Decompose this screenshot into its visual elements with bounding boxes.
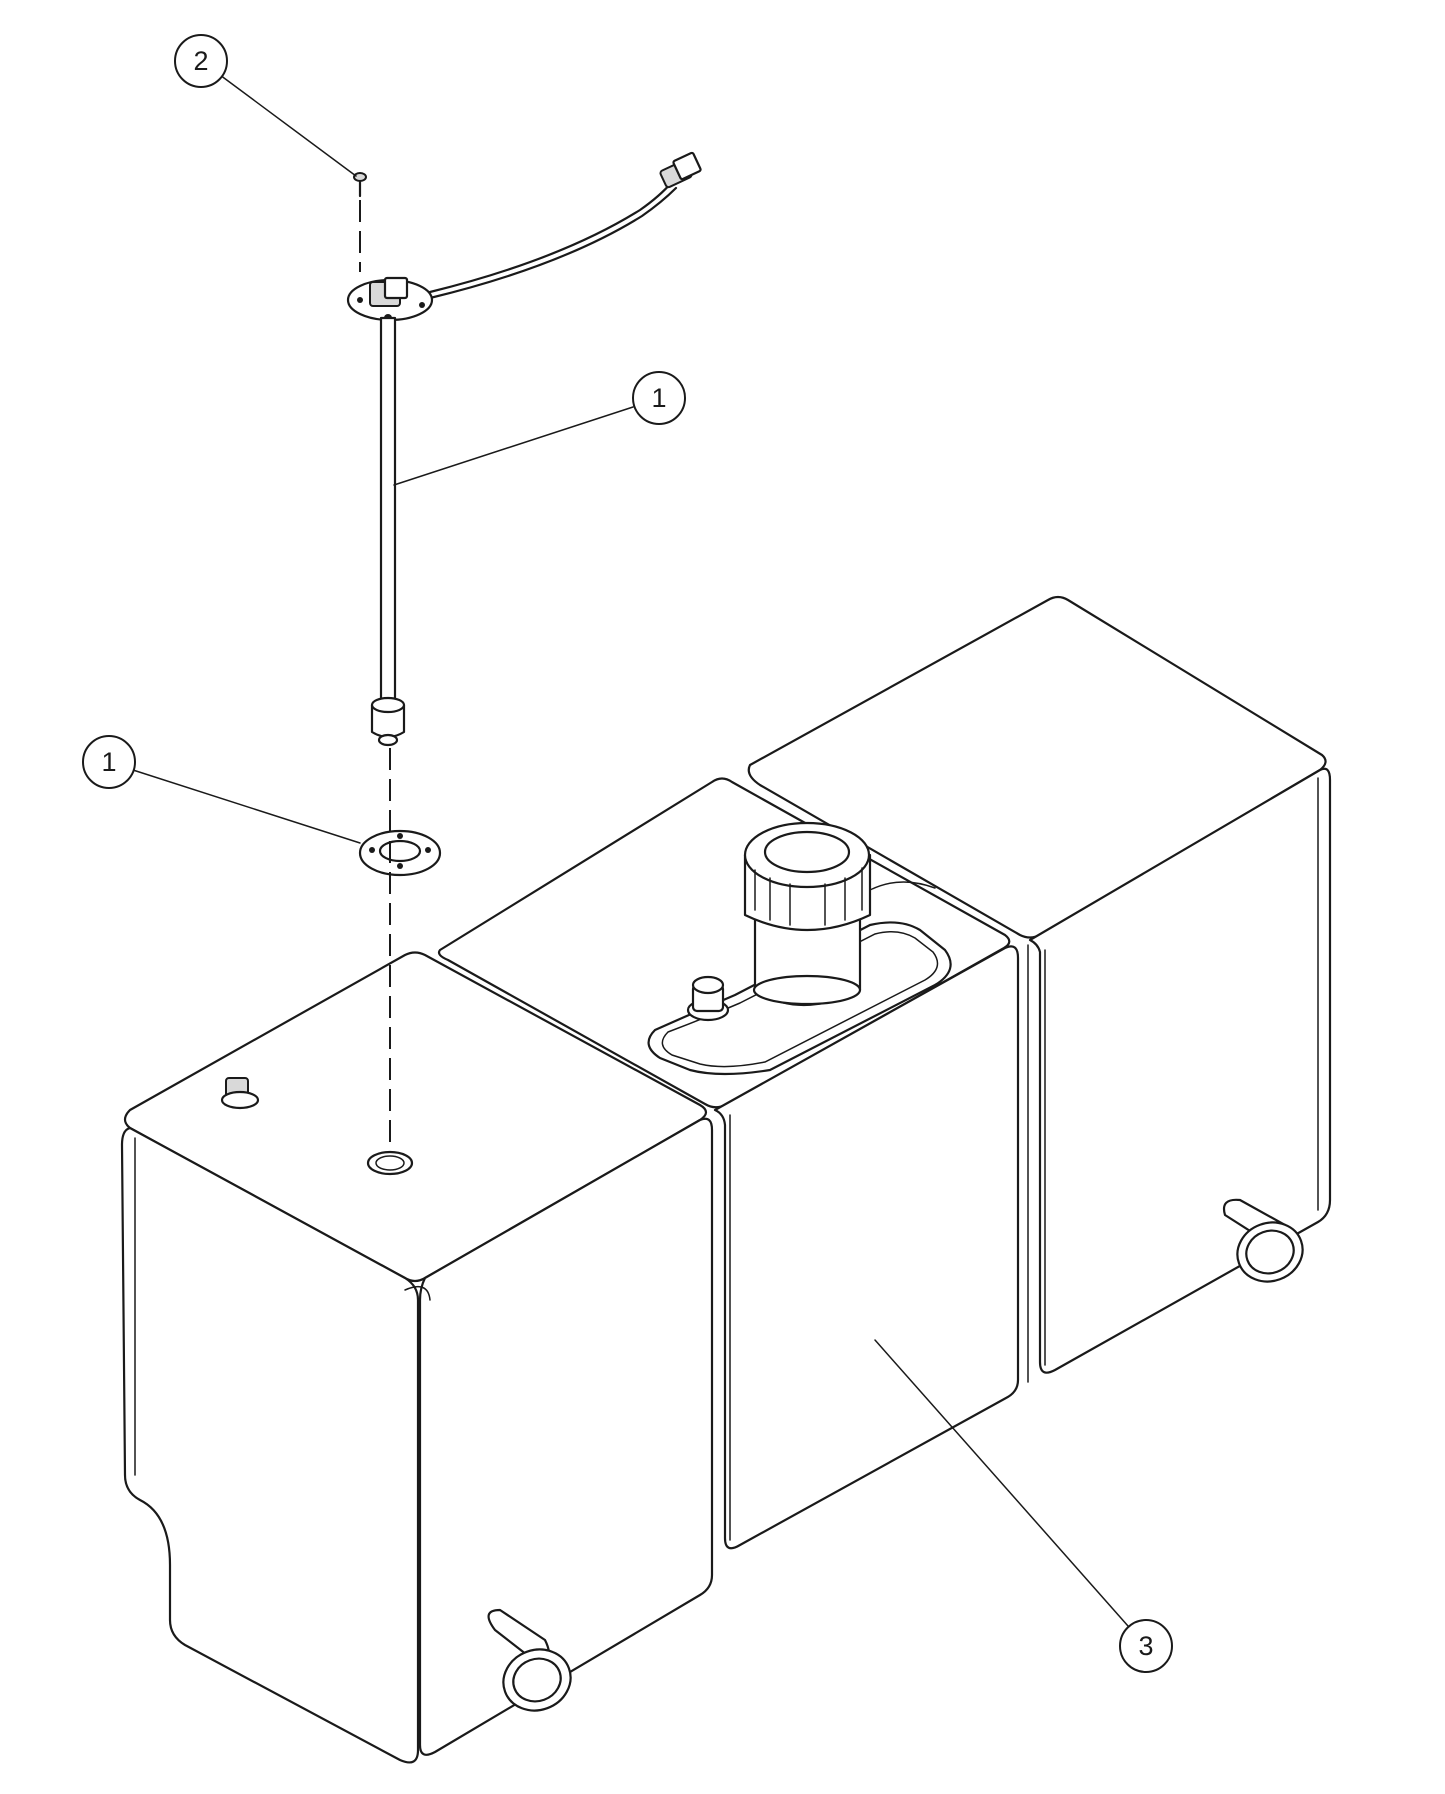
callout-3: 3	[874, 1339, 1173, 1673]
callout-1-gasket: 1	[82, 735, 361, 844]
fuel-tank	[120, 595, 1332, 1764]
fuel-level-sender	[346, 151, 702, 747]
sender-gasket	[358, 829, 442, 877]
screw	[353, 172, 367, 198]
callout-2-label: 2	[193, 46, 208, 76]
callout-1-sender: 1	[393, 371, 686, 486]
callout-1-sender-label: 1	[651, 383, 666, 413]
callout-1-gasket-label: 1	[101, 747, 116, 777]
callout-2: 2	[174, 34, 357, 177]
callout-3-label: 3	[1138, 1631, 1153, 1661]
